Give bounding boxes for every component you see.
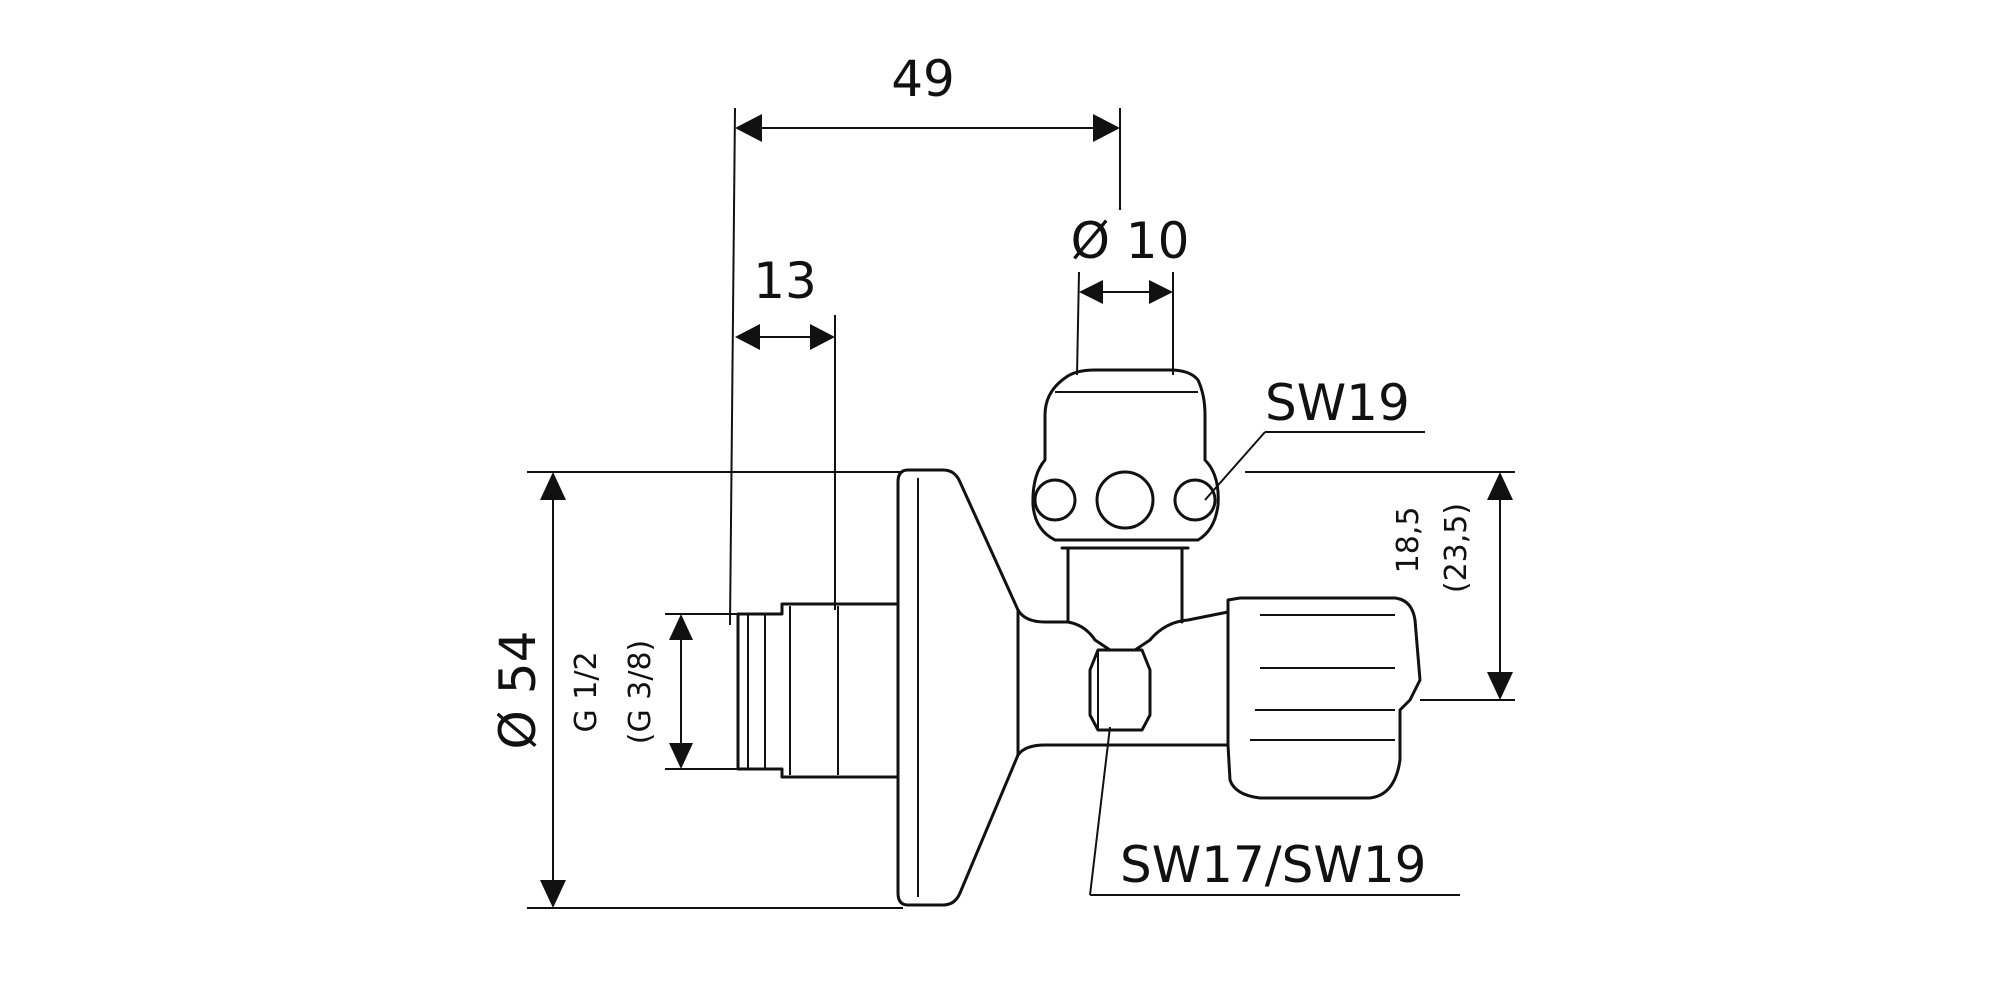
leader-line-sw17 xyxy=(1089,726,1111,896)
label-sw17-sw19: SW17/SW19 xyxy=(1120,836,1426,894)
label-diameter-54: Ø 54 xyxy=(489,631,547,750)
dimension-13: 13 xyxy=(735,252,836,610)
inlet-thread xyxy=(736,602,900,779)
label-diameter-10: Ø 10 xyxy=(1071,212,1190,270)
body-hex-nut xyxy=(1088,648,1152,732)
dimension-diameter-10: Ø 10 xyxy=(1071,212,1190,376)
outlet-nut xyxy=(1031,368,1220,542)
body-tube xyxy=(1016,608,1230,757)
label-sw19: SW19 xyxy=(1265,374,1410,432)
ext-line-left-10 xyxy=(1076,271,1080,376)
arrow-top-thread xyxy=(669,614,693,640)
arrow-top-54 xyxy=(540,472,566,500)
outlet-nut-face-left xyxy=(1033,478,1077,522)
ext-line-left-49 xyxy=(729,107,736,626)
arrow-right-13 xyxy=(810,324,835,350)
label-49: 49 xyxy=(891,50,955,108)
dimension-height: 18,5 (23,5) xyxy=(1245,471,1515,701)
valve-body xyxy=(736,368,1422,907)
arrow-right-10 xyxy=(1149,280,1173,304)
arrow-bottom-height xyxy=(1487,672,1513,700)
arrow-left-13 xyxy=(735,324,760,350)
arrow-bottom-thread xyxy=(669,743,693,769)
outlet-neck xyxy=(1066,546,1184,624)
label-height-alt: (23,5) xyxy=(1439,503,1474,593)
label-13: 13 xyxy=(753,252,817,310)
label-height-main: 18,5 xyxy=(1391,507,1426,574)
dimension-diameter-54: Ø 54 xyxy=(489,471,903,909)
outlet-nut-face-right xyxy=(1173,478,1217,522)
callout-sw17-sw19: SW17/SW19 xyxy=(1089,726,1460,896)
arrow-top-height xyxy=(1487,472,1513,500)
wall-rosette xyxy=(896,468,1020,907)
label-thread-main: G 1/2 xyxy=(569,651,604,732)
label-thread-alt: (G 3/8) xyxy=(623,640,658,744)
dimension-thread: G 1/2 (G 3/8) xyxy=(569,613,738,770)
leader-line-sw19 xyxy=(1204,431,1266,501)
dimension-49: 49 xyxy=(729,50,1121,626)
arrow-left-10 xyxy=(1079,280,1103,304)
outlet-nut-face-center xyxy=(1095,470,1155,530)
arrow-bottom-54 xyxy=(540,880,566,908)
arrow-right-49 xyxy=(1093,114,1120,142)
cap-nut xyxy=(1226,596,1422,800)
callout-sw19: SW19 xyxy=(1204,374,1425,501)
arrow-left-49 xyxy=(735,114,762,142)
